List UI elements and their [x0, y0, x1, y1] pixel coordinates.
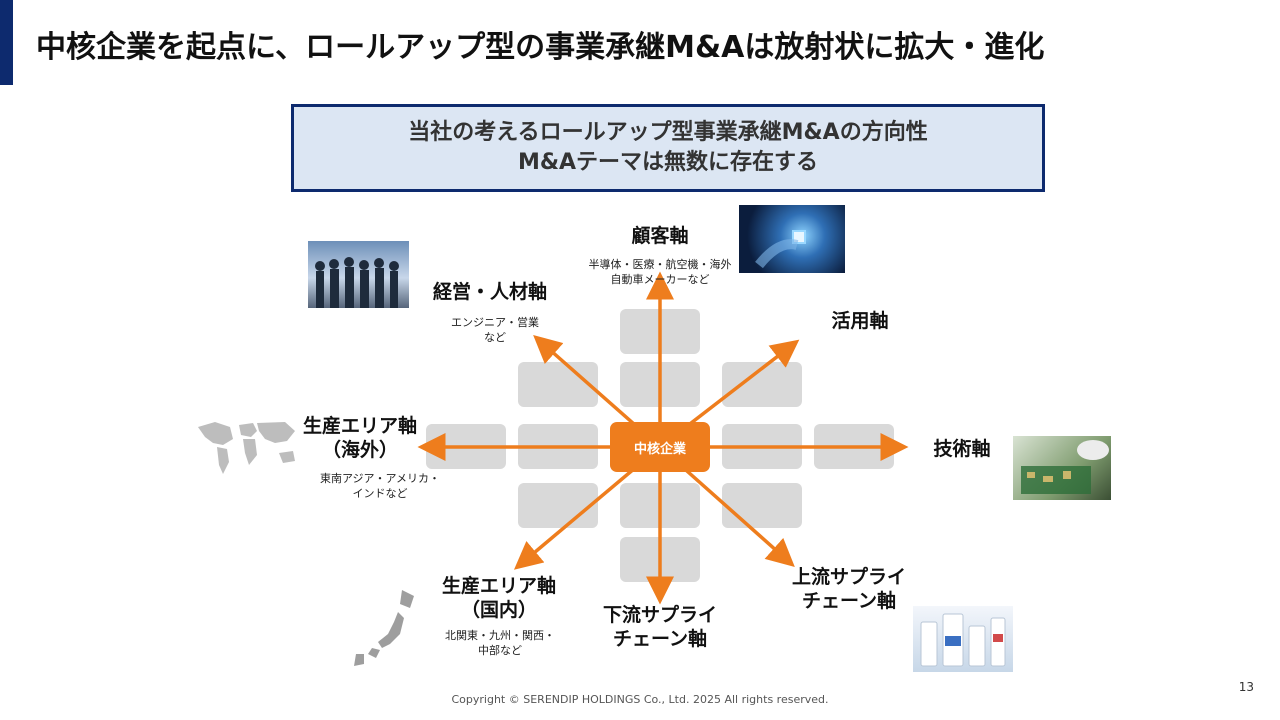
axis-overseas-title-1: 生産エリア軸 [302, 415, 417, 437]
axis-customer-sub-1: 半導体・医療・航空機・海外 [588, 258, 732, 271]
axis-management-title: 経営・人材軸 [432, 281, 547, 303]
page-number: 13 [1238, 680, 1254, 694]
axis-domestic-title: 生産エリア軸 （国内） [437, 574, 561, 622]
axis-upstream-title-1: 上流サプライ [791, 566, 906, 588]
header-line-1: 当社の考えるロールアップ型事業承継M&Aの方向性 [408, 120, 928, 145]
axis-downstream-title-1: 下流サプライ [602, 604, 717, 626]
axis-management-sub: エンジニア・営業 など [430, 315, 560, 345]
axis-overseas-title: 生産エリア軸 （海外） [298, 414, 422, 462]
axis-technology-title: 技術軸 [933, 438, 991, 460]
core-company-box: 中核企業 [610, 422, 710, 472]
grid-tile [518, 362, 598, 407]
axis-customer-sub-2: 自動車メーカーなど [610, 273, 710, 286]
axis-management-sub-2: など [484, 331, 506, 344]
accent-bar [0, 0, 13, 85]
axis-upstream-title-2: チェーン軸 [801, 590, 897, 612]
axis-downstream-title-2: チェーン軸 [612, 628, 708, 650]
axis-domestic-sub: 北関東・九州・関西・ 中部など [425, 628, 575, 658]
semiconductor-chip-photo [739, 205, 845, 273]
axis-overseas-sub: 東南アジア・アメリカ・ インドなど [305, 471, 455, 501]
axis-management-sub-1: エンジニア・営業 [451, 316, 539, 329]
circuit-board-photo [1013, 436, 1111, 500]
slide-title: 中核企業を起点に、ロールアップ型の事業承継M&Aは放射状に拡大・進化 [36, 30, 1045, 65]
japan-map-illustration [350, 588, 420, 668]
business-people-photo [308, 241, 409, 308]
grid-tile [722, 483, 802, 528]
axis-overseas-sub-1: 東南アジア・アメリカ・ [319, 472, 440, 485]
axis-overseas-sub-2: インドなど [352, 487, 408, 500]
axis-downstream-title: 下流サプライ チェーン軸 [597, 603, 723, 651]
axis-upstream-title: 上流サプライ チェーン軸 [786, 565, 912, 613]
world-map-illustration [195, 417, 300, 477]
axis-domestic-sub-2: 中部など [478, 644, 522, 657]
axis-domestic-title-2: （国内） [460, 599, 537, 621]
axis-customer-title: 顧客軸 [631, 225, 689, 247]
grid-tile [518, 483, 598, 528]
header-line-2: M&Aテーマは無数に存在する [517, 150, 819, 175]
lab-bottles-photo [913, 606, 1013, 672]
axis-overseas-title-2: （海外） [321, 439, 398, 461]
copyright-footer: Copyright © SERENDIP HOLDINGS Co., Ltd. … [451, 693, 829, 706]
direction-header-box: 当社の考えるロールアップ型事業承継M&Aの方向性 M&Aテーマは無数に存在する [291, 104, 1045, 192]
axis-domestic-sub-1: 北関東・九州・関西・ [445, 629, 555, 642]
axis-customer-sub: 半導体・医療・航空機・海外 自動車メーカーなど [580, 257, 740, 287]
axis-application-title: 活用軸 [831, 310, 889, 332]
axis-domestic-title-1: 生産エリア軸 [441, 575, 556, 597]
